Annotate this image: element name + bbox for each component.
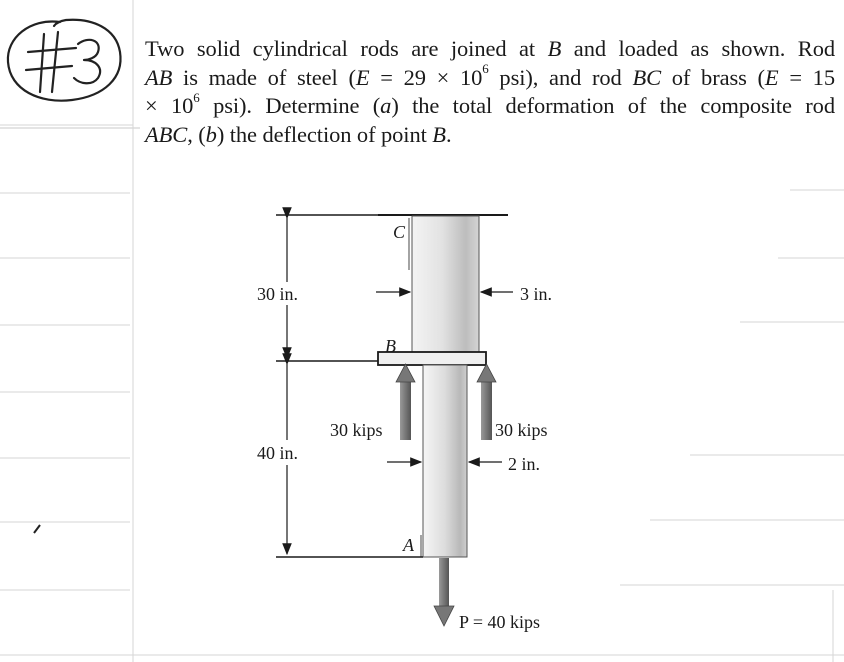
label-load-right: 30 kips — [495, 420, 548, 440]
superscript: 6 — [482, 61, 489, 76]
problem-statement: Two solid cylindrical rods are joined at… — [145, 35, 835, 149]
problem-line: × 106 psi). Determine (a) the total defo… — [145, 89, 835, 119]
italic-symbol: E — [764, 64, 779, 90]
rod-bc — [411, 215, 480, 353]
problem-line: ABC, (b) the deflection of point B. — [145, 121, 452, 147]
label-load-left: 30 kips — [330, 420, 383, 440]
label-dim-bc-length: 30 in. — [257, 284, 298, 304]
superscript: 6 — [193, 89, 200, 105]
label-dim-ab-length: 40 in. — [257, 443, 298, 463]
handwritten-problem-number — [0, 18, 140, 129]
problem-line: Two solid cylindrical rods are joined at… — [145, 36, 836, 61]
load-arrow-left — [395, 363, 416, 440]
rod-ab — [422, 364, 468, 558]
italic-symbol: E — [355, 64, 370, 90]
italic-symbol: BC — [632, 64, 661, 90]
label-load-p-value: = 40 kips — [468, 612, 540, 632]
load-arrow-p — [433, 558, 455, 627]
problem-line: AB is made of steel (E = 29 × 106 psi), … — [145, 61, 835, 90]
label-dim-ab-diameter: 2 in. — [508, 454, 540, 474]
italic-symbol: B — [432, 121, 446, 147]
label-point-a: A — [402, 535, 415, 555]
load-arrow-right — [476, 363, 497, 440]
italic-symbol: ABC — [145, 121, 188, 147]
label-dim-bc-diameter: 3 in. — [520, 284, 552, 304]
italic-symbol: AB — [145, 64, 173, 90]
label-load-p-symbol: P — [459, 612, 469, 632]
italic-symbol: B — [547, 36, 562, 61]
label-load-p: P = 40 kips — [459, 612, 540, 632]
label-point-b: B — [385, 336, 396, 356]
label-point-c: C — [393, 222, 406, 242]
italic-symbol: b — [205, 121, 217, 147]
italic-symbol: a — [380, 93, 392, 118]
